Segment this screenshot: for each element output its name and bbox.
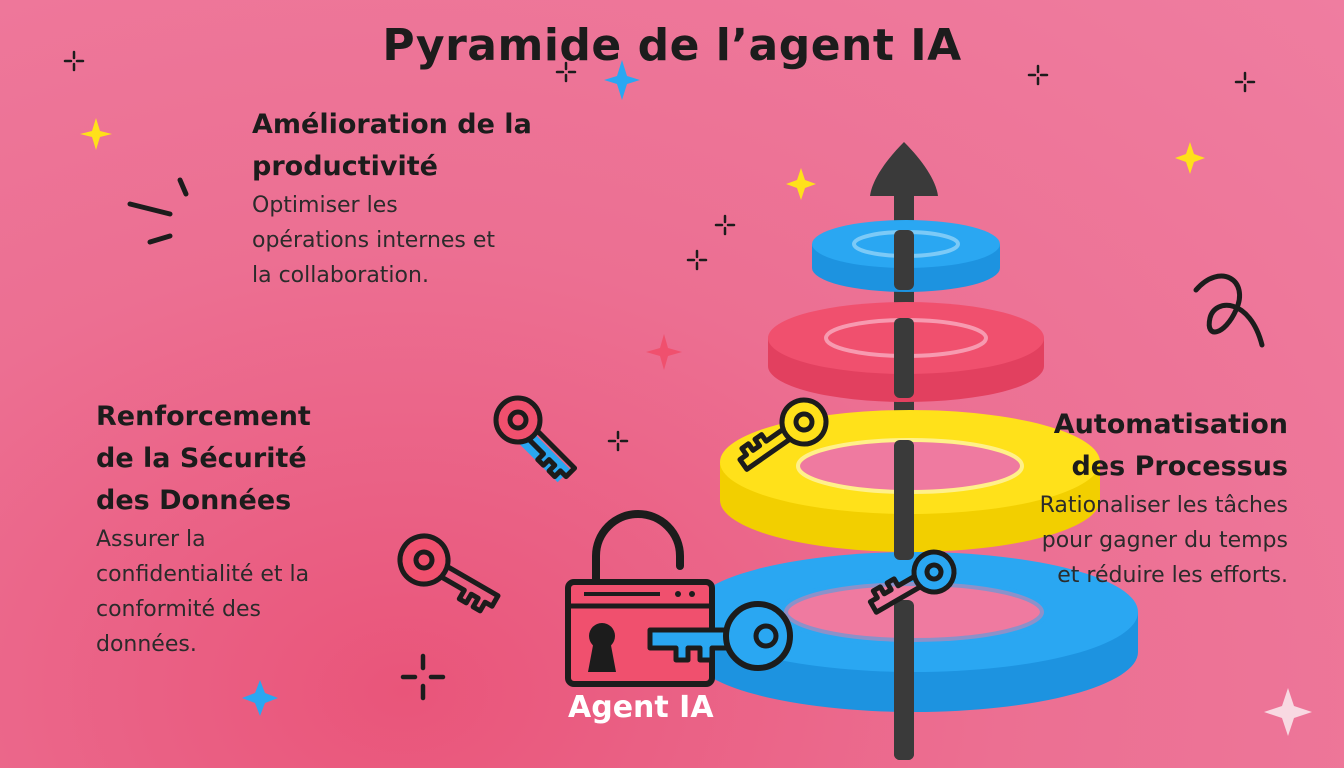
swirl-icon	[1193, 273, 1265, 348]
key-icon	[397, 533, 501, 614]
productivity-heading-line2: productivité	[252, 151, 438, 182]
motion-lines	[127, 177, 189, 245]
productivity-description: Optimiser les opérations internes et la …	[252, 188, 582, 293]
security-desc-line: conformité des	[96, 597, 262, 622]
twinkle-icon	[63, 50, 1256, 452]
security-heading-line1: Renforcement	[96, 401, 311, 432]
productivity-block: Amélioration de la productivité Optimise…	[252, 104, 582, 293]
agent-label: Agent IA	[568, 690, 714, 725]
arrow-up-icon	[870, 142, 938, 196]
productivity-desc-line: la collaboration.	[252, 263, 429, 288]
twinkle-icon	[400, 653, 446, 701]
automation-heading: Automatisation des Processus	[948, 404, 1288, 488]
security-description: Assurer la confidentialité et la conform…	[96, 522, 396, 662]
diagram-title: Pyramide de l’agent IA	[382, 20, 962, 71]
productivity-desc-line: opérations internes et	[252, 228, 496, 253]
automation-block: Automatisation des Processus Rationalise…	[948, 404, 1288, 593]
security-heading: Renforcement de la Sécurité des Données	[96, 396, 396, 522]
automation-desc-line: Rationaliser les tâches	[1039, 493, 1288, 518]
padlock-icon	[565, 510, 793, 687]
security-desc-line: données.	[96, 632, 197, 657]
automation-description: Rationaliser les tâches pour gagner du t…	[948, 488, 1288, 593]
security-desc-line: Assurer la	[96, 527, 206, 552]
key-icon	[493, 395, 578, 483]
automation-desc-line: et réduire les efforts.	[1057, 563, 1288, 588]
automation-heading-line2: des Processus	[1071, 451, 1288, 482]
key-icon	[867, 549, 957, 615]
productivity-desc-line: Optimiser les	[252, 193, 398, 218]
productivity-heading-line1: Amélioration de la	[252, 109, 532, 140]
security-desc-line: confidentialité et la	[96, 562, 310, 587]
security-heading-line3: des Données	[96, 485, 292, 516]
automation-desc-line: pour gagner du temps	[1041, 528, 1288, 553]
security-block: Renforcement de la Sécurité des Données …	[96, 396, 396, 662]
automation-heading-line1: Automatisation	[1053, 409, 1288, 440]
security-heading-line2: de la Sécurité	[96, 443, 307, 474]
sparkle-icon	[80, 60, 1312, 736]
productivity-heading: Amélioration de la productivité	[252, 104, 582, 188]
key-icon	[737, 397, 829, 472]
